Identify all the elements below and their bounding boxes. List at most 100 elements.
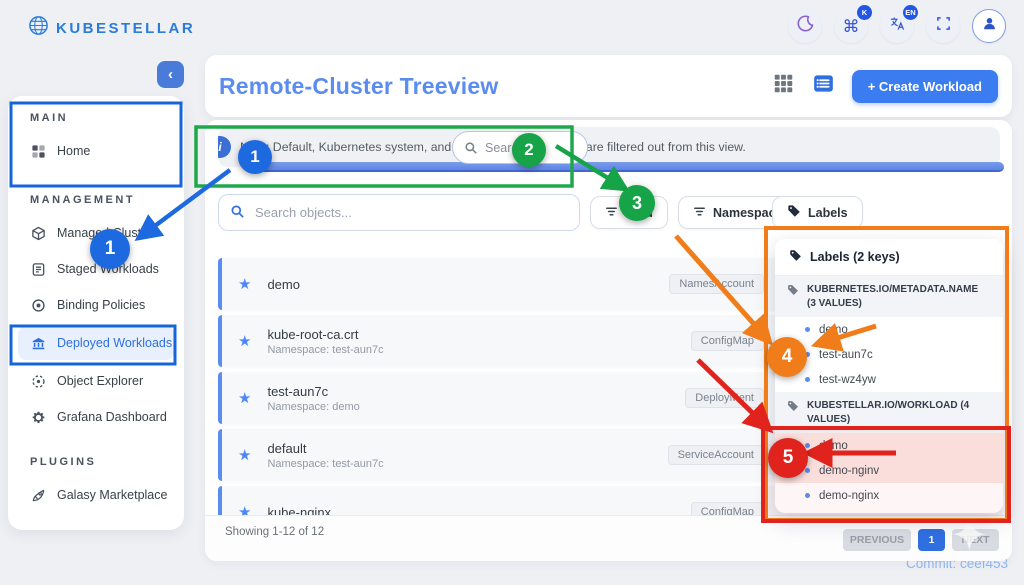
kubestellar-globe-icon <box>28 15 49 41</box>
language-button[interactable]: EN <box>880 5 918 43</box>
label-value-demo[interactable]: demo <box>775 433 1003 458</box>
kind-badge: DeployMent <box>685 388 764 408</box>
filter-kind-label: Kind <box>625 205 653 220</box>
sidebar-item-label: Object Explorer <box>57 374 144 388</box>
sidebar-item-label: Galasy Marketplace <box>57 488 168 502</box>
labels-panel-title: Labels (2 keys) <box>810 250 900 264</box>
bullet-dot-icon <box>805 327 810 332</box>
topbar-actions: ⌘ K EN <box>788 5 1006 43</box>
next-page-button[interactable]: NEXT <box>952 529 999 551</box>
favorite-star-icon[interactable]: ★ <box>238 333 252 350</box>
kind-badge: NamesAccount <box>669 274 764 294</box>
sidebar-item-deployed-workloads[interactable]: Deployed Workloads <box>18 326 174 360</box>
sidebar-item-staged-workloads[interactable]: Staged Workloads <box>18 254 174 284</box>
profile-button[interactable] <box>972 9 1006 43</box>
sidebar-collapse-button[interactable]: ‹ <box>157 61 184 88</box>
bullet-dot-icon <box>805 352 810 357</box>
tag-icon <box>787 204 801 221</box>
sidebar-item-binding-policies[interactable]: Binding Policies <box>18 290 174 320</box>
current-page-button[interactable]: 1 <box>918 529 945 551</box>
language-badge: EN <box>903 5 918 20</box>
shortcut-badge: K <box>857 5 872 20</box>
create-workload-button[interactable]: + Create Workload <box>851 69 998 103</box>
chevron-left-icon: ‹ <box>168 66 173 83</box>
tag-icon <box>787 283 799 301</box>
labels-panel-header: Labels (2 keys) <box>775 239 1003 276</box>
tag-icon <box>787 399 799 417</box>
command-palette-button[interactable]: ⌘ K <box>834 5 872 43</box>
label-value-demo-nginv[interactable]: demo-nginv <box>775 458 1003 483</box>
label-value-test-aun7c[interactable]: test-aun7c <box>775 342 1003 367</box>
labels-groups: KUBERNETES.IO/METADATA.NAME (3 VALUES)de… <box>775 276 1003 508</box>
dark-mode-toggle[interactable] <box>788 9 822 43</box>
filter-labels-button[interactable]: Labels <box>772 196 863 229</box>
sidebar-list-main: Home <box>18 136 174 166</box>
sidebar-item-label: Home <box>57 144 91 158</box>
sidebar-item-managed-clusters[interactable]: Managed Clusters <box>18 218 174 248</box>
filter-kind-button[interactable]: Kind <box>590 196 668 229</box>
label-key-kubernetes-io-metadata-name-3-values[interactable]: KUBERNETES.IO/METADATA.NAME (3 VALUES) <box>775 276 1003 317</box>
sidebar-item-home[interactable]: Home <box>18 136 174 166</box>
object-name: test-aun7c <box>267 383 329 399</box>
label-value-test-wz4yw[interactable]: test-wz4yw <box>775 367 1003 392</box>
object-name: demo <box>267 276 300 292</box>
favorite-star-icon[interactable]: ★ <box>238 276 252 293</box>
user-icon <box>981 15 998 37</box>
grid-view-button[interactable] <box>772 74 796 98</box>
previous-page-button[interactable]: PREVIOUS <box>843 529 911 551</box>
object-explorer-icon <box>30 373 46 389</box>
object-namespace: Namespace: demo <box>267 400 360 413</box>
sidebar-item-grafana-dashboard[interactable]: Grafana Dashboard <box>18 402 174 432</box>
labels-dropdown-panel: Labels (2 keys) KUBERNETES.IO/METADATA.N… <box>775 239 1003 513</box>
sidebar-item-label: Deployed Workloads <box>57 336 173 350</box>
fullscreen-button[interactable] <box>926 9 960 43</box>
binding-policies-icon <box>30 297 46 313</box>
label-value-demo[interactable]: demo <box>775 317 1003 342</box>
search-icon <box>464 141 478 155</box>
notebar-search-placeholder: Search a <box>485 140 536 155</box>
notebar-search[interactable]: Search a <box>452 131 588 164</box>
object-name: kube-root-ca.crt <box>267 326 359 342</box>
object-name: default <box>267 440 307 456</box>
clusters-icon <box>30 225 46 241</box>
sidebar-heading-plugins: PLUGINS <box>30 456 97 468</box>
marketplace-rocket-icon <box>30 487 46 503</box>
filter-namespace-label: Namespace <box>713 205 783 220</box>
deployed-workloads-icon <box>30 335 46 351</box>
bullet-dot-icon <box>805 377 810 382</box>
horizontal-scrollbar[interactable] <box>247 162 1004 172</box>
search-icon <box>230 204 245 224</box>
moon-icon <box>797 15 814 37</box>
brand-name: KUBESTELLAR <box>56 19 196 37</box>
brand-logo[interactable]: KUBESTELLAR <box>28 15 195 41</box>
header-actions: + Create Workload <box>772 55 998 117</box>
kind-badge: ServiceAccount <box>667 445 764 465</box>
translate-icon <box>889 15 906 37</box>
sidebar-item-object-explorer[interactable]: Object Explorer <box>18 366 174 396</box>
sidebar-item-label: Managed Clusters <box>57 226 159 240</box>
tag-icon <box>789 249 802 265</box>
search-objects-input[interactable] <box>218 194 580 231</box>
list-view-icon <box>813 73 834 99</box>
sidebar-item-galasy-marketplace[interactable]: Galasy Marketplace <box>18 480 174 510</box>
filter-icon <box>605 205 618 221</box>
note-bar: i Note: Default, Kubernetes system, and … <box>218 127 1000 167</box>
filter-labels-label: Labels <box>808 205 848 220</box>
list-view-button[interactable] <box>812 74 836 98</box>
page-header: Remote-Cluster Treeview + Create Workloa… <box>205 55 1012 117</box>
page-title: Remote-Cluster Treeview <box>219 72 499 99</box>
favorite-star-icon[interactable]: ★ <box>238 447 252 464</box>
grafana-gear-icon <box>30 409 46 425</box>
filter-icon <box>693 205 706 221</box>
sidebar-item-label: Binding Policies <box>57 298 146 312</box>
grid-view-icon <box>773 73 794 99</box>
favorite-star-icon[interactable]: ★ <box>238 390 252 407</box>
bullet-dot-icon <box>805 493 810 498</box>
info-icon: i <box>218 136 231 158</box>
label-key-kubestellar-io-workload-4-values[interactable]: KUBESTELLAR.IO/WORKLOAD (4 VALUES) <box>775 392 1003 433</box>
fullscreen-icon <box>936 16 951 36</box>
label-value-demo-nginx[interactable]: demo-nginx <box>775 483 1003 508</box>
sidebar-item-label: Staged Workloads <box>57 262 159 276</box>
